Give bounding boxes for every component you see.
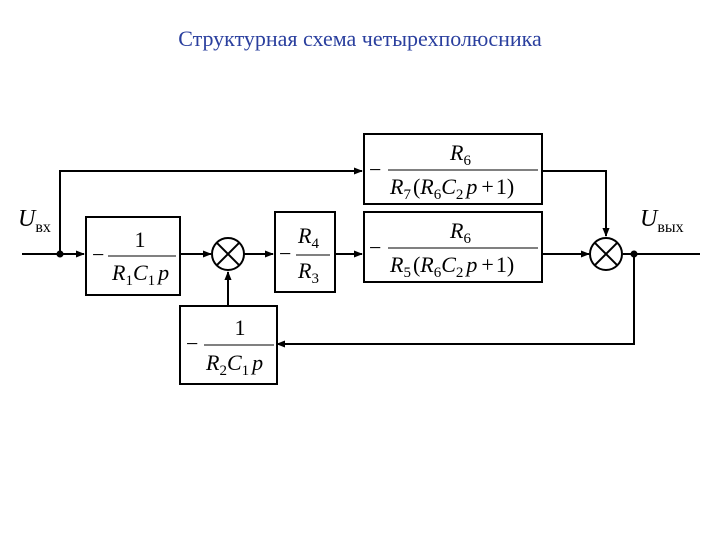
block3-sign: −: [369, 235, 381, 260]
block-2: − R4 R3: [274, 211, 336, 293]
output-label: Uвых: [640, 206, 684, 236]
input-junction-dot: [56, 250, 64, 258]
page-title: Структурная схема четырехполюсника: [178, 26, 542, 51]
block2-sign: −: [279, 241, 291, 266]
block1-sign: −: [92, 242, 104, 267]
block2-denominator: R3: [297, 258, 319, 287]
block1-numerator: 1: [135, 227, 146, 252]
block4-numerator: R6: [449, 140, 471, 169]
input-label: Uвх: [18, 206, 51, 236]
branch-to-block4-arrow: [59, 167, 363, 254]
block4-sign: −: [369, 157, 381, 182]
block5-sign: −: [186, 331, 198, 356]
feedback-arrow: [276, 254, 635, 348]
block2-numerator: R4: [297, 223, 319, 252]
block3-numerator: R6: [449, 218, 471, 247]
output-junction-dot: [630, 250, 638, 258]
block4-to-sum2-arrow: [542, 170, 610, 237]
block5-numerator: 1: [235, 315, 246, 340]
summing-junction-2: [589, 237, 623, 271]
summing-junction-1: [211, 237, 245, 271]
